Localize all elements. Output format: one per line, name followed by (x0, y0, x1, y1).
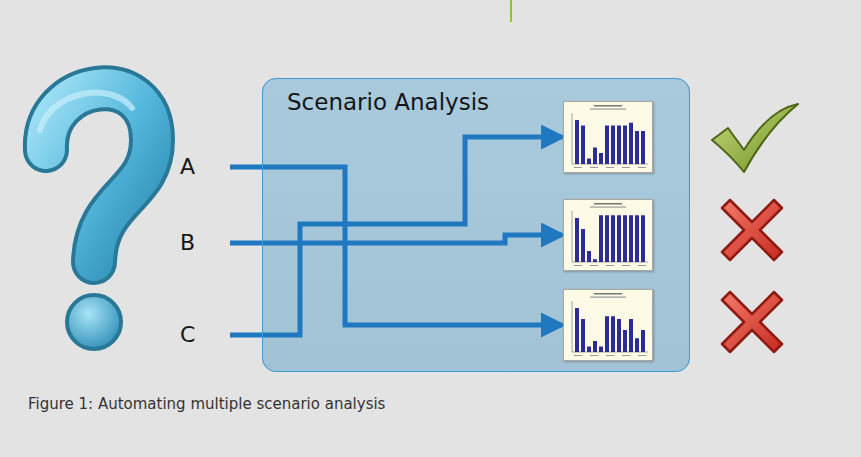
input-label-text: B (180, 226, 226, 260)
chart-thumbnail (563, 199, 653, 271)
chart-thumbnail (563, 289, 653, 361)
flow-arrow (230, 235, 562, 243)
chart-thumbnail (563, 101, 653, 173)
bar-chart (564, 200, 652, 270)
bar-chart (564, 102, 652, 172)
cross-mark (722, 200, 782, 260)
input-label-text: A (180, 150, 226, 184)
flow-arrow (230, 167, 562, 325)
question-mark (40, 88, 152, 349)
input-label: C (180, 318, 226, 352)
scenario-box: Scenario Analysis (262, 78, 690, 372)
input-label-text: C (180, 318, 226, 352)
top-tick (510, 0, 512, 22)
box-title: Scenario Analysis (287, 89, 489, 115)
input-label: B (180, 226, 226, 260)
flow-arrow (230, 137, 562, 335)
cross-mark (722, 292, 782, 352)
input-label: A (180, 150, 226, 184)
bar-chart (564, 290, 652, 360)
figure-caption: Figure 1: Automating multiple scenario a… (28, 395, 385, 413)
check-mark (712, 104, 798, 172)
